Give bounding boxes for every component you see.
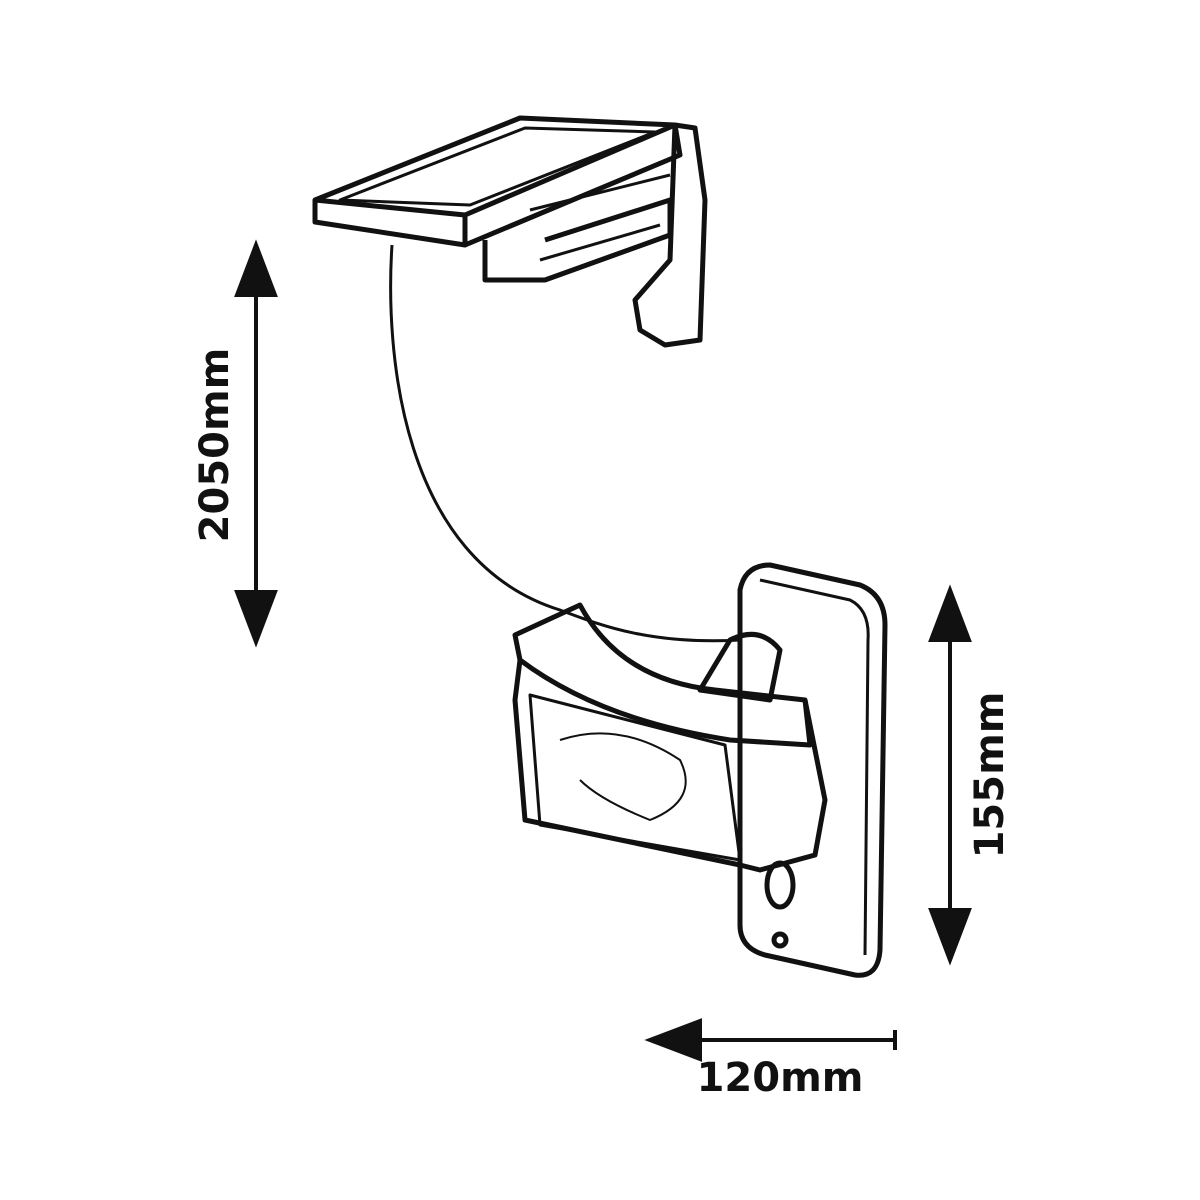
dimension-arrow-vertical-2050: [234, 239, 278, 648]
solar-panel: [312, 115, 708, 348]
cable-length-label: 2050mm: [192, 347, 238, 543]
lamp-depth-label: 120mm: [696, 1055, 864, 1101]
dimension-arrow-vertical-155: [928, 584, 972, 966]
lamp-head: [512, 602, 828, 873]
lamp-height-label: 155mm: [967, 691, 1013, 859]
dimension-arrow-horizontal-120: [644, 1018, 897, 1062]
lamp-wall-plate: [697, 562, 888, 978]
cable: [389, 244, 741, 643]
